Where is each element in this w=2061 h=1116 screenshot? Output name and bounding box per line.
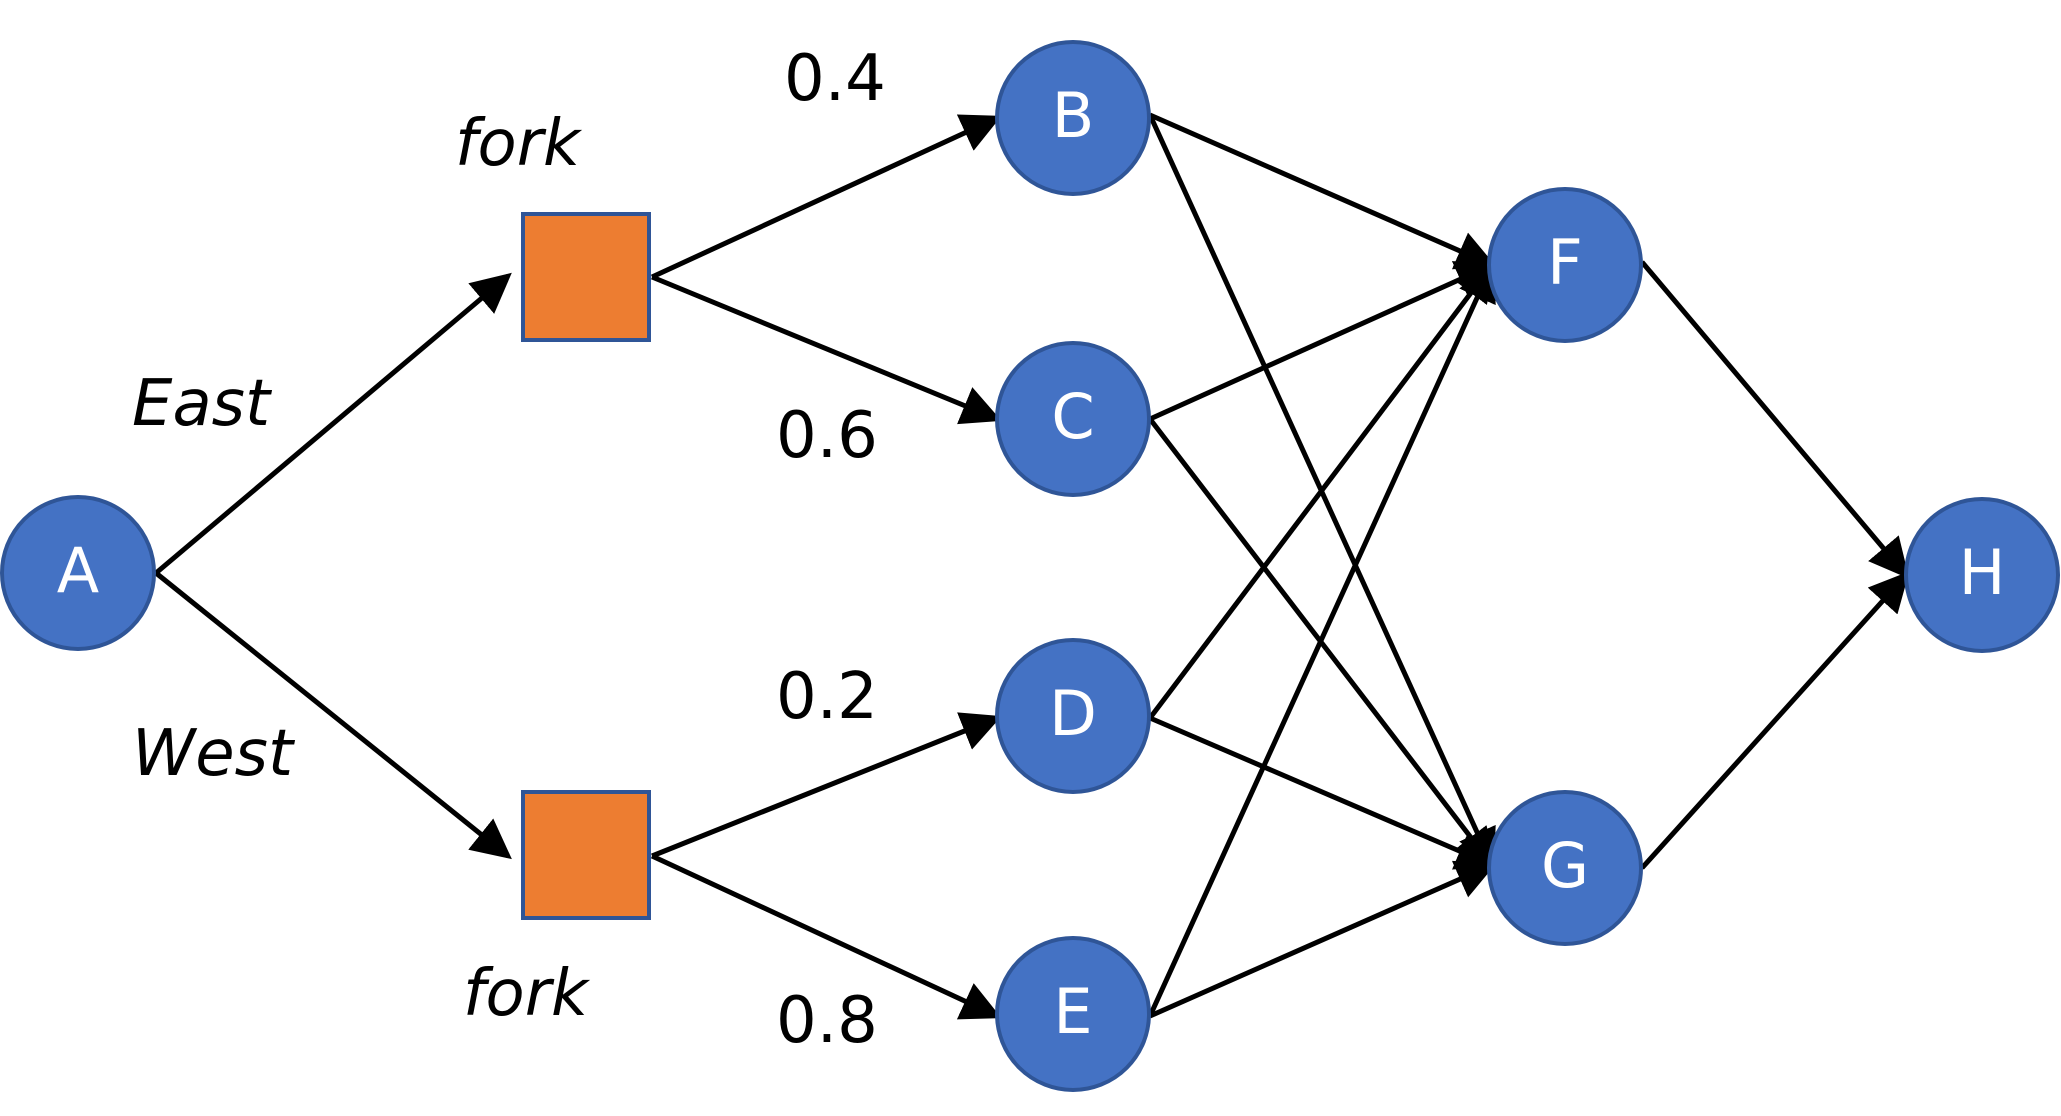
node-b: B — [995, 40, 1151, 196]
node-a-circle — [0, 495, 156, 651]
probability-label-d: 0.2 — [776, 660, 878, 734]
node-f-label: F — [1547, 226, 1583, 299]
edge-f-to-h — [1640, 260, 1910, 579]
node-a-label: A — [57, 534, 99, 607]
node-c-label: C — [1051, 380, 1094, 453]
edge-a-to-fork-top — [154, 272, 512, 575]
edges-layer — [154, 112, 1910, 1020]
node-g: G — [1487, 790, 1643, 946]
edge-e-to-g — [1148, 860, 1497, 1019]
branch-label-east: East — [132, 367, 273, 441]
node-e-label: E — [1053, 975, 1092, 1048]
fork-box-top — [521, 212, 651, 342]
node-f-circle — [1487, 187, 1643, 343]
node-d-circle — [995, 638, 1151, 794]
node-b-circle — [995, 40, 1151, 196]
edge-a-to-fork-bottom — [154, 571, 512, 860]
node-g-label: G — [1541, 829, 1589, 902]
node-h-circle — [1904, 497, 2060, 653]
edge-e-to-f — [1147, 260, 1496, 1018]
node-h: H — [1904, 497, 2060, 653]
edge-d-to-g — [1149, 715, 1497, 870]
edge-fork-bottom-to-d — [651, 712, 1002, 859]
edge-b-to-f — [1148, 112, 1497, 270]
node-d-label: D — [1049, 677, 1097, 750]
edge-fork-top-to-c — [651, 274, 1002, 425]
fork-label-top: fork — [455, 107, 583, 181]
node-b-label: B — [1052, 79, 1095, 152]
edge-d-to-f — [1148, 261, 1496, 720]
edge-fork-top-to-b — [650, 114, 1002, 280]
probability-label-b: 0.4 — [784, 42, 886, 116]
node-d: D — [995, 638, 1151, 794]
node-g-circle — [1487, 790, 1643, 946]
node-h-label: H — [1959, 536, 2006, 609]
node-e: E — [995, 936, 1151, 1092]
edge-fork-bottom-to-e — [650, 853, 1002, 1020]
node-e-circle — [995, 936, 1151, 1092]
edge-c-to-f — [1148, 261, 1497, 422]
node-c-circle — [995, 341, 1151, 497]
probability-label-e: 0.8 — [776, 984, 878, 1058]
node-a: A — [0, 495, 156, 651]
edge-g-to-h — [1640, 571, 1910, 870]
fork-box-bottom — [521, 790, 651, 920]
branch-label-west: West — [132, 717, 296, 791]
node-f: F — [1487, 187, 1643, 343]
node-c: C — [995, 341, 1151, 497]
fork-label-bottom: fork — [463, 957, 591, 1031]
probability-label-c: 0.6 — [776, 399, 878, 473]
